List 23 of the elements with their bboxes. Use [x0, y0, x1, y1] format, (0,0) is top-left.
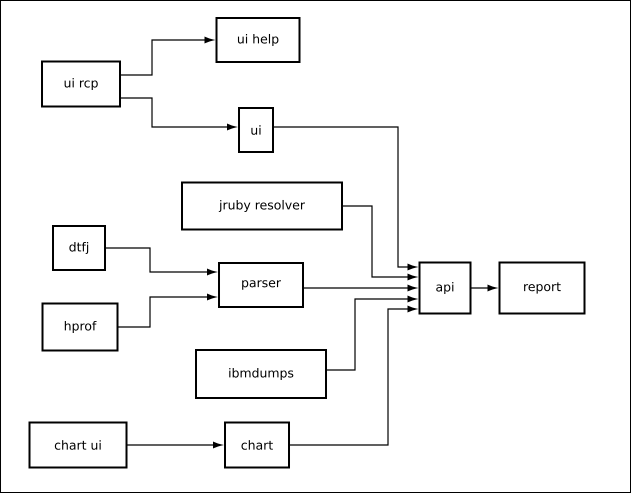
component-box: ui	[238, 107, 274, 153]
component-box: chart	[224, 422, 290, 468]
component-box: chart ui	[28, 422, 128, 468]
arrow	[290, 306, 416, 446]
component-box: api	[418, 262, 472, 314]
arrow	[304, 284, 416, 292]
arrow	[128, 442, 222, 448]
arrow	[343, 205, 416, 280]
component-box: jruby resolver	[181, 182, 343, 230]
arrow	[274, 126, 416, 270]
component-box: ui help	[216, 17, 300, 63]
arrow	[106, 247, 216, 276]
arrow	[118, 294, 216, 328]
arrow	[327, 296, 416, 371]
component-box: ui rcp	[41, 60, 121, 108]
component-box: parser	[218, 262, 304, 308]
arrow	[121, 97, 236, 130]
component-box: ibmdumps	[195, 349, 327, 399]
component-box: report	[498, 262, 586, 314]
component-box: hprof	[42, 302, 118, 352]
arrow	[472, 284, 496, 292]
arrow	[121, 36, 214, 76]
component-box: dtfj	[52, 225, 106, 271]
